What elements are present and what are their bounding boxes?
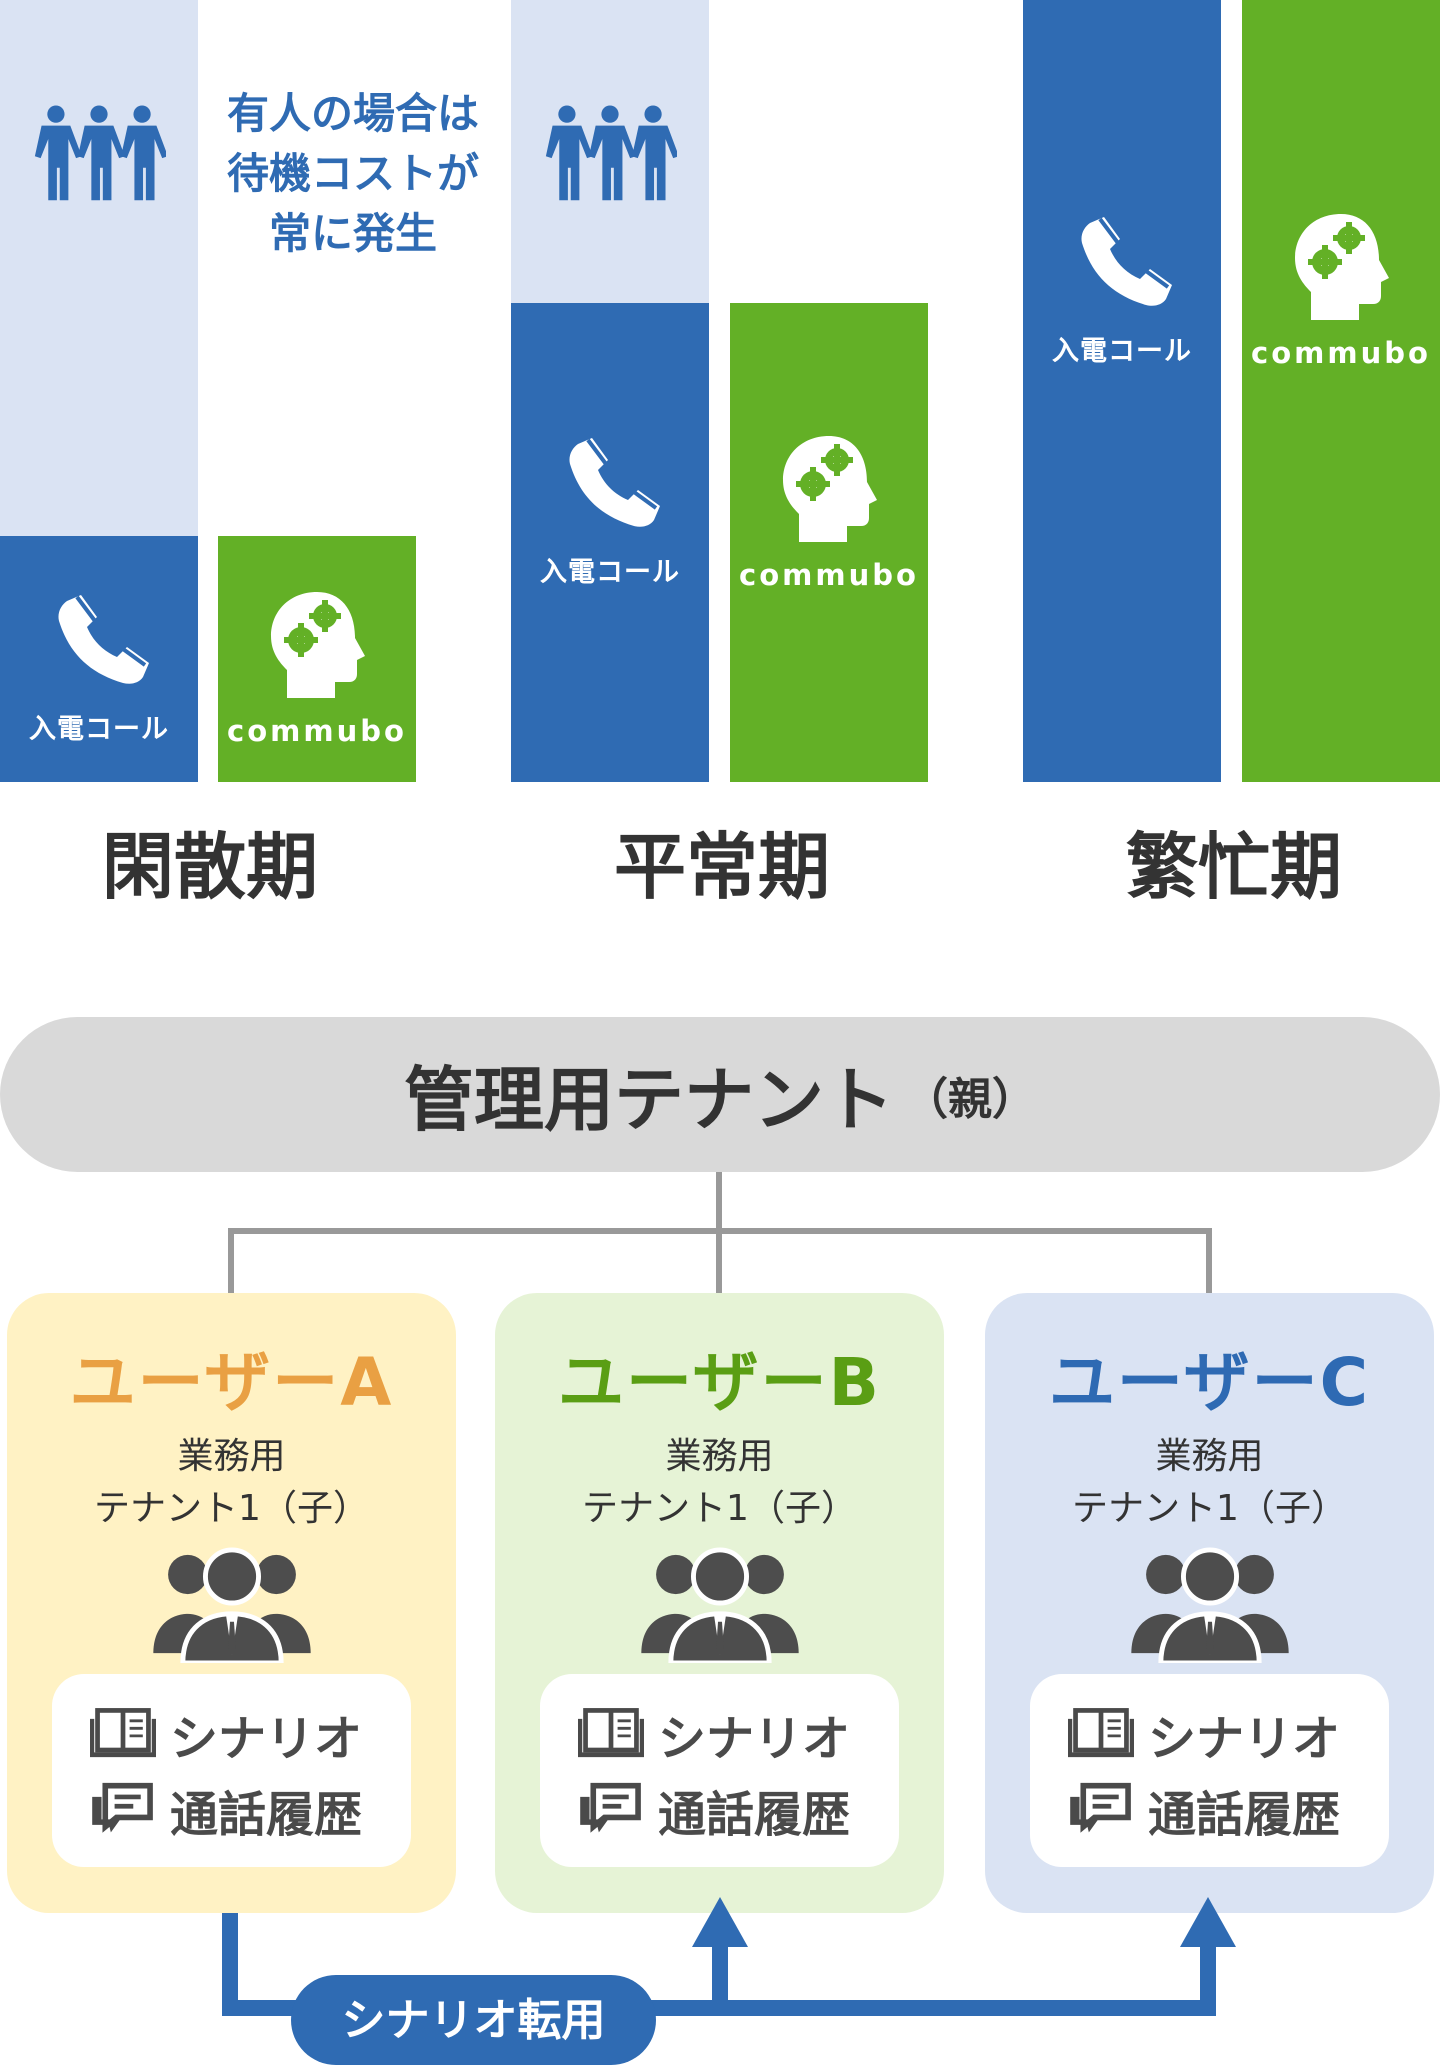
phone-icon (560, 436, 660, 536)
tenant-purpose: 業務用 (665, 1436, 774, 1477)
scenario-label: シナリオ (1148, 1711, 1341, 1767)
transfer-arrow-line (712, 1945, 728, 2015)
tenant-label: 業務用テナント1（子） (582, 1431, 857, 1535)
call-history-label: 通話履歴 (658, 1787, 851, 1843)
note-line: 常に発生 (268, 209, 437, 258)
tenant-contents: シナリオ 通話履歴 (540, 1674, 899, 1867)
staff-people-icon (32, 100, 166, 224)
tenant-label: 業務用テナント1（子） (1072, 1431, 1347, 1535)
arrow-head-icon (1180, 1897, 1236, 1947)
chat-icon (90, 1782, 156, 1838)
call-label: 入電コール (29, 713, 169, 745)
call-bar-busy: 入電コール (1023, 0, 1221, 782)
idle-staff-bar-off-season (0, 0, 198, 536)
tenant-purpose: 業務用 (1155, 1436, 1264, 1477)
business-people-icon (640, 1545, 800, 1663)
tenant-name: テナント1（子） (1072, 1488, 1347, 1529)
tenant-contents: シナリオ 通話履歴 (52, 1674, 411, 1867)
call-history-label: 通話履歴 (1148, 1787, 1341, 1843)
tenant-purpose: 業務用 (177, 1436, 286, 1477)
note-line: 有人の場合は (226, 89, 479, 138)
call-label: 入電コール (1052, 335, 1192, 367)
book-icon (1068, 1707, 1134, 1761)
call-bar-normal: 入電コール (511, 303, 709, 782)
commubo-logo: commubo (1251, 336, 1431, 370)
call-bar-off-season: 入電コール (0, 536, 198, 782)
phone-icon (1072, 215, 1172, 315)
commubo-bar-normal: commubo (730, 303, 928, 782)
call-history-label: 通話履歴 (170, 1787, 363, 1843)
user-card-a: ユーザーA 業務用テナント1（子） シナリオ 通話履歴 (7, 1293, 456, 1913)
tenant-label: 業務用テナント1（子） (94, 1431, 369, 1535)
connector-line (1206, 1228, 1212, 1293)
user-card-c: ユーザーC 業務用テナント1（子） シナリオ 通話履歴 (985, 1293, 1434, 1913)
user-card-b: ユーザーB 業務用テナント1（子） シナリオ 通話履歴 (495, 1293, 944, 1913)
transfer-arrow-line (222, 1913, 238, 2016)
scenario-label: シナリオ (170, 1711, 363, 1767)
idle-staff-bar-normal (511, 0, 709, 303)
period-label-normal: 平常期 (613, 825, 830, 909)
tenant-name: テナント1（子） (94, 1488, 369, 1529)
ai-head-gears-icon (1291, 212, 1391, 322)
period-label-off-season: 閑散期 (101, 825, 318, 909)
commubo-logo: commubo (227, 714, 407, 748)
parent-tenant-suffix: （親） (904, 1073, 1036, 1125)
business-people-icon (1130, 1545, 1290, 1663)
chat-icon (578, 1782, 644, 1838)
period-label-busy: 繁忙期 (1125, 825, 1342, 909)
tenant-contents: シナリオ 通話履歴 (1030, 1674, 1389, 1867)
scenario-transfer-label: シナリオ転用 (291, 1975, 656, 2065)
user-title: ユーザーC (1048, 1344, 1371, 1421)
ai-head-gears-icon (267, 590, 367, 700)
arrow-head-icon (692, 1897, 748, 1947)
tenant-name: テナント1（子） (582, 1488, 857, 1529)
standby-cost-note: 有人の場合は 待機コストが 常に発生 (198, 84, 508, 264)
parent-tenant-title: 管理用テナント (404, 1059, 894, 1141)
commubo-bar-busy: commubo (1242, 0, 1440, 782)
business-people-icon (152, 1545, 312, 1663)
connector-line (228, 1228, 234, 1293)
commubo-logo: commubo (739, 557, 919, 592)
parent-tenant: 管理用テナント （親） (0, 1017, 1440, 1172)
note-line: 待機コストが (226, 149, 479, 198)
book-icon (578, 1707, 644, 1761)
chat-icon (1068, 1782, 1134, 1838)
user-title: ユーザーB (558, 1344, 881, 1421)
connector-line (228, 1228, 1212, 1234)
phone-icon (49, 593, 149, 693)
staff-people-icon (543, 100, 677, 224)
scenario-label: シナリオ (658, 1711, 851, 1767)
book-icon (90, 1707, 156, 1761)
user-title: ユーザーA (69, 1344, 394, 1421)
transfer-arrow-line (1200, 1945, 1216, 2015)
commubo-bar-off-season: commubo (218, 536, 416, 782)
ai-head-gears-icon (779, 434, 879, 544)
call-label: 入電コール (540, 557, 680, 588)
